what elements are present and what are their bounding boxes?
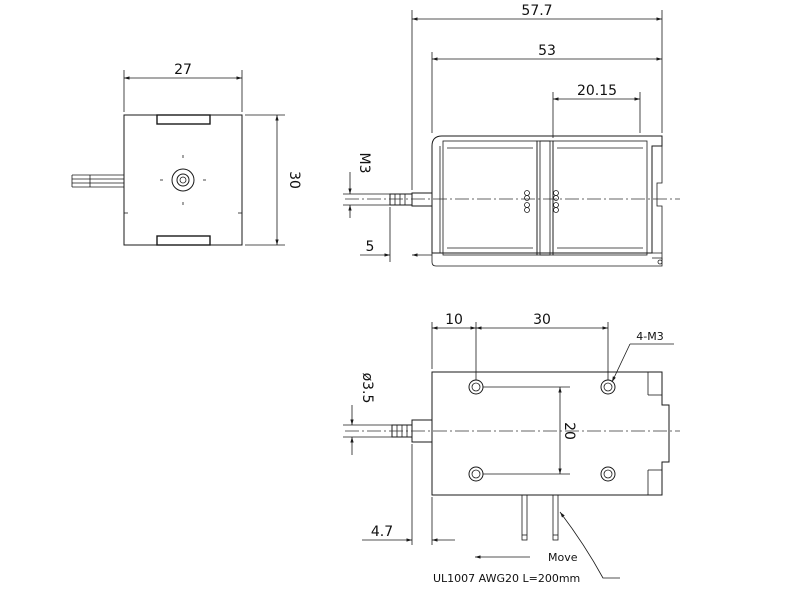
wire-label: UL1007 AWG20 L=200mm (433, 572, 580, 585)
front-height-dimension: 30 (245, 114, 302, 246)
bottom-view-mount-holes (468, 379, 616, 482)
bottom-hole-spacing-y-label: 20 (561, 422, 577, 440)
bottom-edge-to-hole-label: 10 (445, 312, 463, 328)
bottom-shaft-diameter-dimension: ø3.5 (343, 373, 392, 455)
front-view-plunger-outer (171, 168, 195, 192)
side-overall-length-dimension: 57.7 (411, 3, 663, 190)
side-view-coil-left (442, 140, 538, 256)
side-thread-label: M3 (356, 153, 372, 174)
side-overall-length-label: 57.7 (521, 3, 552, 19)
side-half-length-label: 20.15 (577, 83, 617, 99)
mount-holes-label: 4-M3 (636, 330, 663, 343)
mount-hole (468, 466, 484, 482)
front-height-label: 30 (286, 171, 302, 189)
bottom-shaft-diameter-label: ø3.5 (359, 373, 375, 404)
bottom-edge-to-hole-dimension: 10 (431, 312, 609, 380)
bottom-plunger-extension-label: 4.7 (371, 524, 393, 540)
front-view: 27 30 (71, 62, 302, 246)
move-direction-arrow: Move (475, 551, 578, 564)
side-view-frame (431, 135, 663, 254)
mount-hole (468, 379, 484, 395)
side-view-terminals (524, 190, 559, 213)
front-width-label: 27 (174, 62, 192, 78)
bottom-view-lead-wires (521, 494, 559, 541)
front-view-lead-wires (71, 174, 124, 188)
move-label: Move (548, 551, 578, 564)
bottom-view: 10 30 20 4-M3 ø3.5 (343, 312, 680, 585)
side-view-bottom-foot (431, 253, 663, 267)
mount-hole (600, 379, 616, 395)
front-view-bottom-lug (156, 235, 211, 246)
side-body-length-dimension: 53 (431, 43, 662, 133)
front-view-center-marks (124, 155, 242, 214)
bottom-hole-spacing-x-label: 30 (533, 312, 551, 328)
bottom-plunger-extension-dimension: 4.7 (362, 444, 455, 545)
wire-callout: UL1007 AWG20 L=200mm (433, 511, 620, 585)
side-view: 57.7 53 20.15 M3 5 (343, 3, 680, 267)
bottom-view-body (431, 371, 670, 496)
front-view-top-lug (156, 114, 211, 125)
side-plunger-extension-label: 5 (366, 239, 375, 255)
front-view-body (123, 114, 243, 246)
bottom-hole-spacing-x-dimension: 30 (476, 312, 608, 330)
front-view-plunger-core (179, 176, 187, 184)
front-view-plunger-inner (176, 173, 190, 187)
side-view-coil-right (552, 140, 648, 256)
side-view-plunger (389, 192, 433, 207)
bottom-hole-spacing-y-dimension: 20 (483, 386, 577, 475)
side-plunger-extension-dimension: 5 (360, 207, 432, 262)
mount-hole (600, 466, 616, 482)
side-thread-dimension: M3 (343, 153, 390, 218)
side-body-length-label: 53 (538, 43, 556, 59)
side-half-length-dimension: 20.15 (552, 83, 641, 138)
front-width-dimension: 27 (123, 62, 243, 112)
mount-holes-callout: 4-M3 (611, 330, 674, 383)
